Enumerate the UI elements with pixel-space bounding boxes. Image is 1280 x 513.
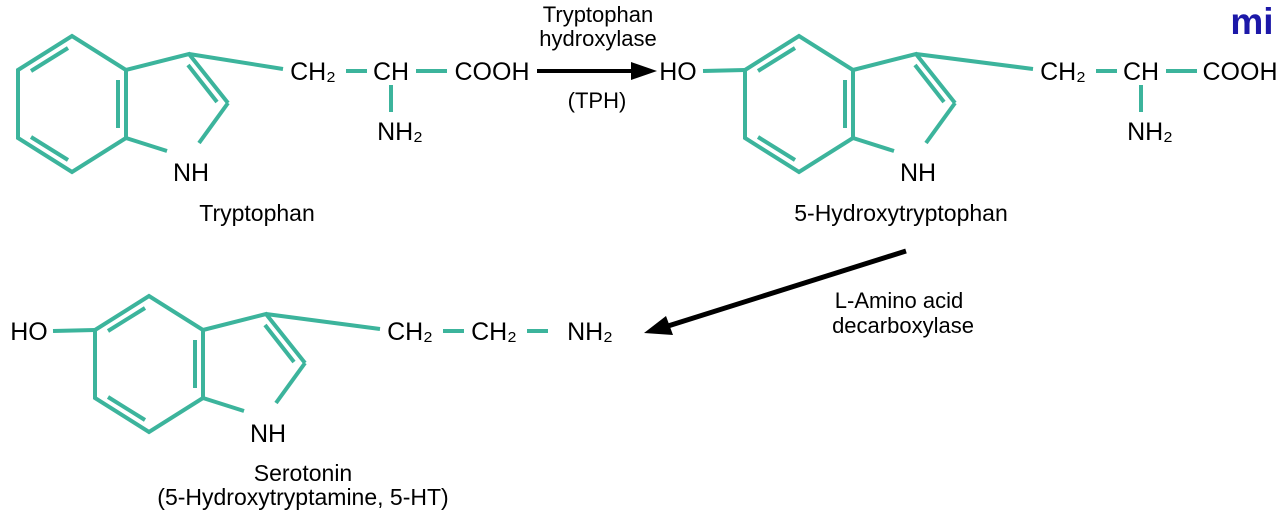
ho-label: HO [659, 58, 697, 86]
nh-label: NH [173, 159, 209, 187]
enzyme1-abbrev: (TPH) [568, 88, 627, 113]
double-bond [913, 63, 946, 104]
double-bond [756, 135, 797, 162]
hydroxytryptophan-structure: HO NH CH₂ CH COOH NH₂ 5-Hydroxytryptopha… [659, 33, 1278, 226]
tryptophan-structure: NH CH₂ CH COOH NH₂ Tryptophan [16, 33, 530, 226]
publisher-logo: mi [1230, 1, 1273, 42]
double-bond [106, 395, 147, 422]
nh2-label: NH₂ [567, 318, 613, 346]
nh-label: NH [900, 159, 936, 187]
serotonin-alt-name-label: (5-Hydroxytryptamine, 5-HT) [157, 484, 448, 510]
double-bond [29, 135, 70, 162]
ch-label: CH [373, 58, 409, 86]
bond [52, 328, 96, 333]
bond [265, 312, 381, 331]
reaction-step2: L-Amino acid decarboxylase [644, 248, 974, 338]
ch-label: CH [1123, 58, 1159, 86]
bond-to-nitrogen [274, 361, 307, 405]
double-bond [106, 306, 147, 333]
double-bond [756, 46, 797, 73]
bond-to-nitrogen [852, 136, 895, 153]
nh-label: NH [250, 420, 286, 448]
enzyme2-line1: L-Amino acid [835, 288, 963, 313]
bond [915, 52, 1034, 71]
double-bond [263, 323, 296, 364]
nh2-label: NH₂ [1127, 118, 1173, 146]
nh2-label: NH₂ [377, 118, 423, 146]
ch2-label: CH₂ [1040, 58, 1086, 86]
ch2-label: CH₂ [290, 58, 336, 86]
cooh-label: COOH [455, 58, 530, 86]
ch2-label: CH₂ [471, 318, 517, 346]
serotonin-name-label: Serotonin [254, 460, 352, 486]
benzene-ring [93, 293, 205, 435]
arrowhead-icon [644, 316, 673, 335]
bond-to-nitrogen [125, 136, 168, 153]
reaction-step1: Tryptophan hydroxylase (TPH) [537, 2, 657, 113]
arrowhead-icon [631, 62, 657, 80]
bond [188, 52, 284, 71]
enzyme1-line2: hydroxylase [539, 26, 656, 51]
bond-to-nitrogen [924, 101, 957, 145]
bond-to-nitrogen [197, 101, 230, 145]
ch2-label: CH₂ [387, 318, 433, 346]
double-bond [186, 63, 219, 104]
cooh-label: COOH [1203, 58, 1278, 86]
benzene-ring [743, 33, 855, 175]
benzene-ring [16, 33, 128, 175]
ho-label: HO [10, 318, 48, 346]
tryptophan-name-label: Tryptophan [199, 200, 315, 226]
bond-to-nitrogen [202, 396, 245, 413]
enzyme1-line1: Tryptophan [543, 2, 653, 27]
enzyme2-line2: decarboxylase [832, 313, 974, 338]
double-bond [29, 46, 70, 73]
reaction-arrow-2 [667, 248, 907, 329]
hydroxytryptophan-name-label: 5-Hydroxytryptophan [794, 200, 1008, 226]
bond [702, 68, 746, 73]
serotonin-structure: HO NH CH₂ CH₂ NH₂ Serotonin (5-Hydroxytr… [10, 293, 613, 510]
